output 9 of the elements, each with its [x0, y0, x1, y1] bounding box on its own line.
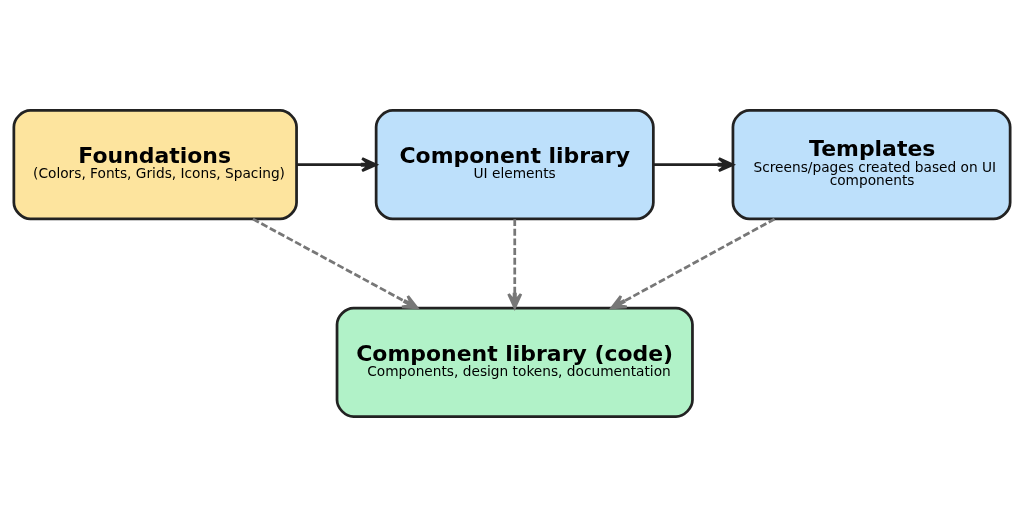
- arrow: [507, 219, 523, 310]
- node-box: Component library UI elements: [374, 109, 655, 221]
- node-box: Component library (code) Components, design tokens, documentation: [335, 306, 694, 418]
- node-box: Templates Screens/pages created based on UI components: [731, 109, 1012, 221]
- arrow: [296, 157, 378, 173]
- arrow: [653, 157, 735, 173]
- arrow: [610, 217, 776, 310]
- arrow: [252, 217, 419, 310]
- node-box: Foundations (Colors, Fonts, Grids, Icons, Spacing): [12, 109, 298, 221]
